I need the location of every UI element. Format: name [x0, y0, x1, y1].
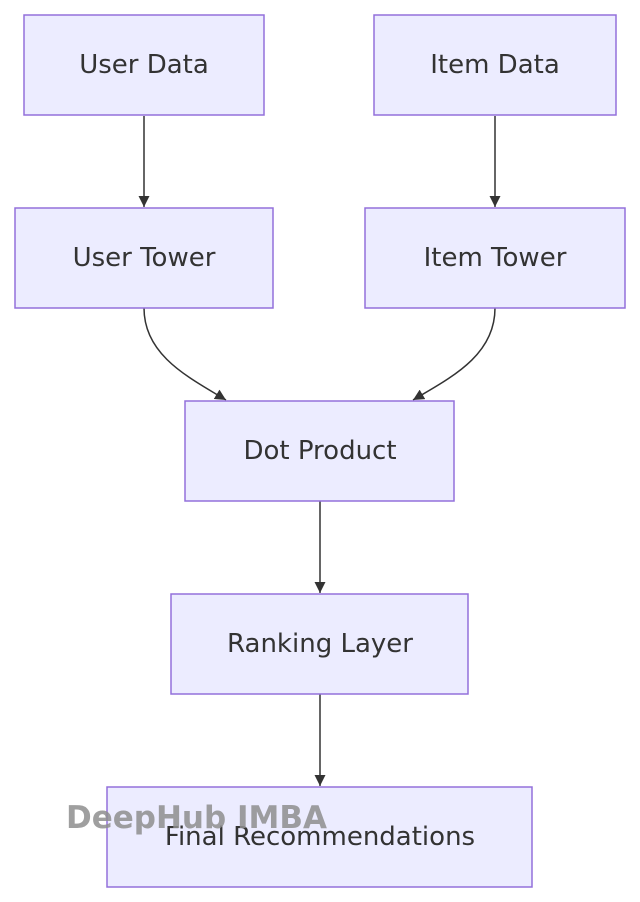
edge-user-tower-to-dot-product [143, 307, 227, 401]
node-item-data-label: Item Data [430, 50, 560, 80]
node-user-tower-label: User Tower [73, 243, 216, 273]
watermark: DeepHub IMBA [66, 800, 327, 836]
node-user-data-label: User Data [79, 50, 209, 80]
node-item-tower: Item Tower [364, 207, 626, 309]
node-user-data: User Data [23, 14, 265, 116]
node-dot-product-label: Dot Product [243, 436, 396, 466]
node-dot-product: Dot Product [184, 400, 455, 502]
node-item-data: Item Data [373, 14, 617, 116]
node-user-tower: User Tower [14, 207, 274, 309]
node-final-recommendations-label: Final Recommendations [165, 822, 475, 852]
node-ranking-layer: Ranking Layer [170, 593, 469, 695]
node-final-recommendations: Final Recommendations [106, 786, 533, 888]
edge-item-tower-to-dot-product [412, 307, 496, 401]
node-item-tower-label: Item Tower [424, 243, 567, 273]
node-ranking-layer-label: Ranking Layer [227, 629, 413, 659]
